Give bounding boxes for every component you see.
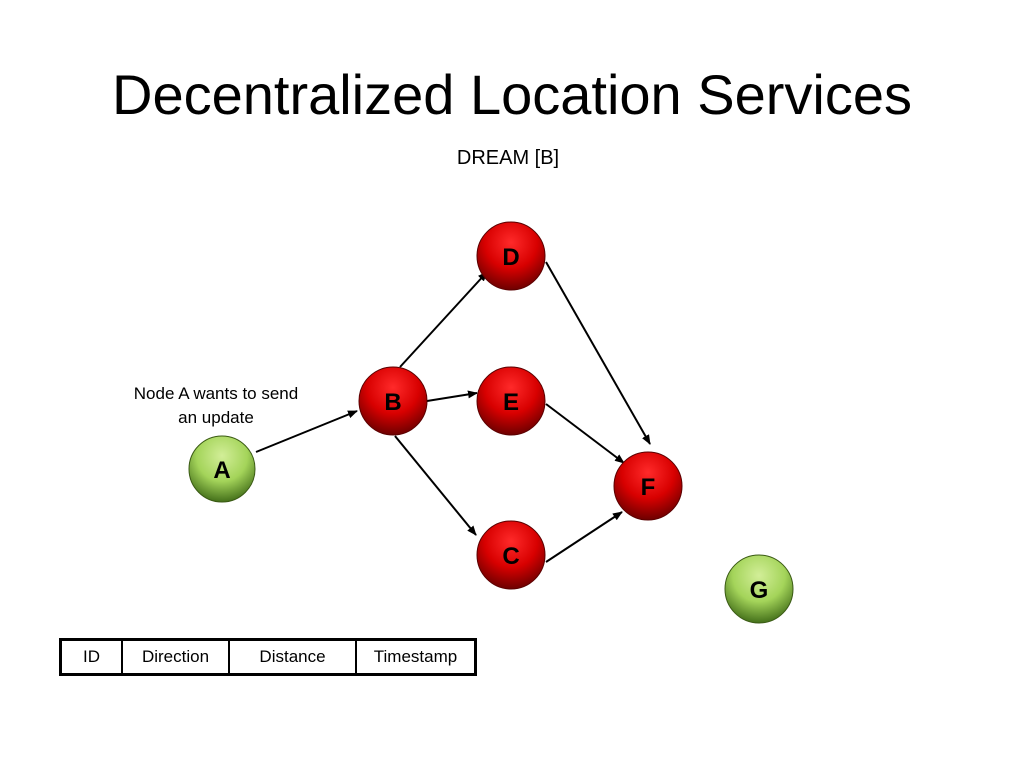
edge-e-f [545, 403, 625, 464]
subtitle-text: DREAM [B] [456, 147, 560, 169]
column-timestamp: Timestamp [355, 638, 477, 676]
node-d: D [476, 221, 546, 291]
slide-subtitle: DREAM [B] [0, 147, 1024, 170]
edge-b-c [394, 435, 477, 536]
node-a-label: A [213, 457, 230, 484]
node-c: C [476, 520, 546, 590]
slide-title: Decentralized Location Services [112, 63, 912, 126]
edge-a-b [255, 410, 358, 453]
update-note: Node A wants to send an update [133, 384, 299, 427]
column-id: ID [59, 638, 123, 676]
node-a: A [188, 435, 256, 503]
node-g-label: G [750, 577, 769, 604]
node-b-label: B [384, 389, 401, 416]
node-b: B [358, 366, 428, 436]
column-direction: Direction [121, 638, 230, 676]
column-distance: Distance [228, 638, 357, 676]
node-d-label: D [502, 244, 519, 271]
node-e-label: E [503, 389, 519, 416]
node-g: G [724, 554, 794, 624]
edge-b-d [399, 271, 488, 368]
node-c-label: C [502, 543, 519, 570]
node-e: E [476, 366, 546, 436]
table-row: ID Direction Distance Timestamp [59, 638, 477, 676]
node-f-label: F [641, 474, 656, 501]
edge-c-f [545, 511, 623, 563]
edge-b-e [426, 390, 478, 402]
location-record-table: ID Direction Distance Timestamp [59, 638, 477, 676]
node-f: F [613, 451, 683, 521]
edges-layer [255, 261, 651, 563]
edge-d-f [545, 261, 651, 445]
